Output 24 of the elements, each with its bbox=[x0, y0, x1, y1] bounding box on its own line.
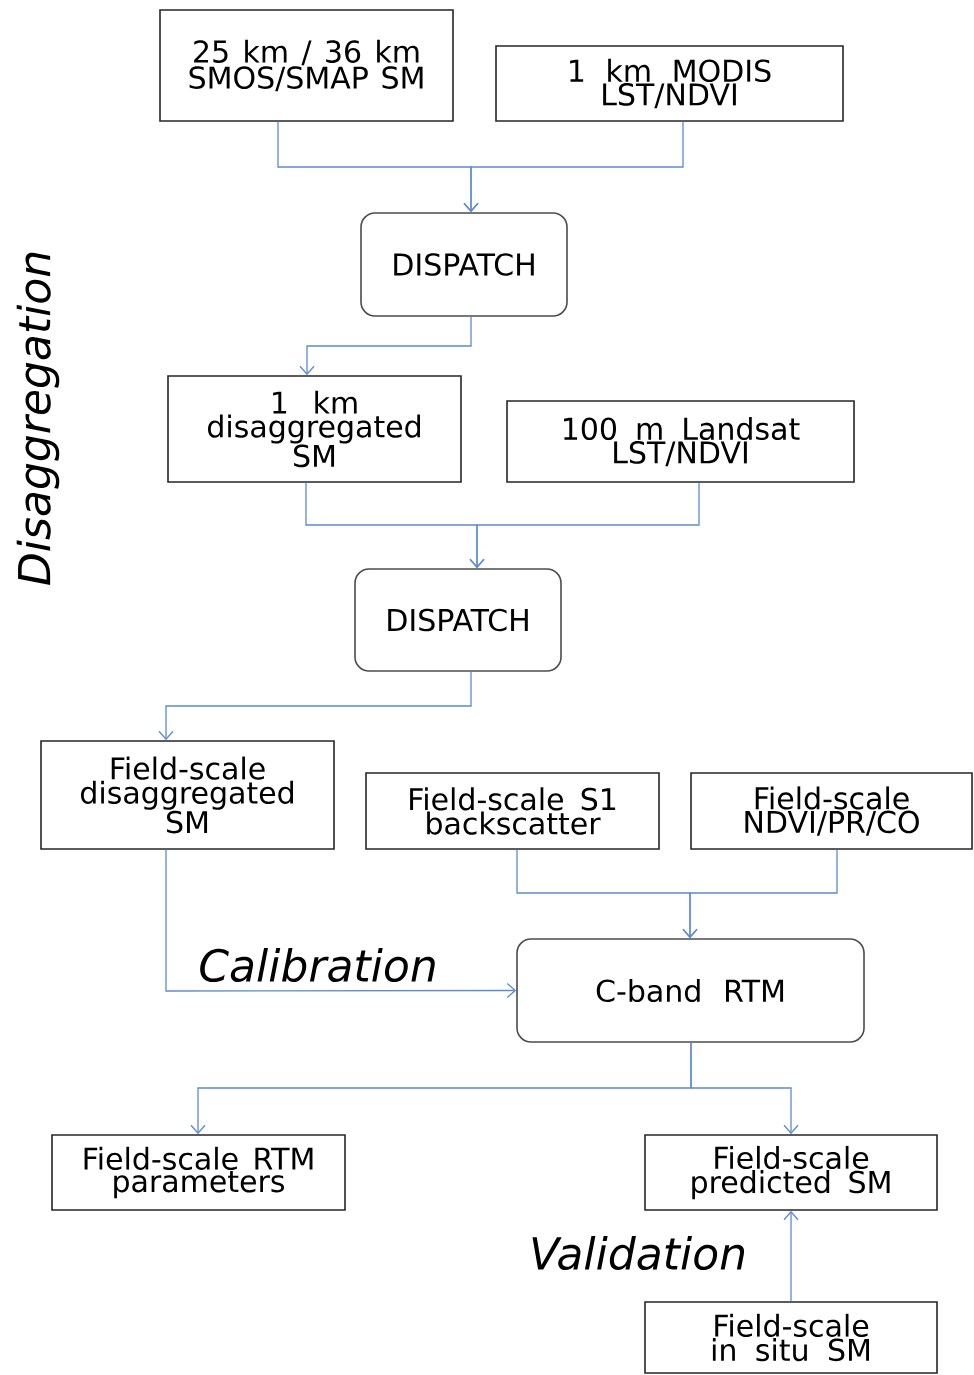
connector-arrow bbox=[682, 849, 838, 939]
connector-arrow bbox=[299, 316, 472, 376]
process-box: 1 km MODIS LST/NDVI bbox=[495, 45, 844, 122]
process-box: Field-scale NDVI/PR/CO bbox=[690, 772, 973, 850]
connector-arrow bbox=[783, 1210, 799, 1302]
process-box: 1 km disaggregated SM bbox=[167, 375, 462, 483]
process-box: Field-scale S1 backscatter bbox=[365, 772, 660, 850]
rounded-process-box: DISPATCH bbox=[360, 212, 568, 317]
edge-label: Validation bbox=[528, 1235, 748, 1272]
connector-arrow bbox=[469, 482, 700, 569]
section-label: Disaggregation bbox=[16, 252, 60, 585]
process-box: Field-scale disaggregated SM bbox=[40, 740, 335, 850]
connector-arrow bbox=[463, 121, 684, 213]
rounded-process-box: C-band RTM bbox=[516, 938, 865, 1043]
rounded-process-box: DISPATCH bbox=[354, 568, 562, 672]
process-box: Field-scale RTM parameters bbox=[51, 1134, 346, 1211]
edge-label: Calibration bbox=[197, 947, 439, 984]
process-box: Field-scale predicted SM bbox=[644, 1134, 938, 1211]
process-box: 25 km / 36 km SMOS/SMAP SM bbox=[159, 9, 454, 122]
connector-arrow bbox=[690, 1042, 799, 1135]
connector-arrow bbox=[158, 671, 472, 741]
process-box: Field-scale in situ SM bbox=[644, 1301, 938, 1374]
process-box: 100 m Landsat LST/NDVI bbox=[506, 400, 855, 483]
connector-arrow bbox=[165, 849, 517, 999]
